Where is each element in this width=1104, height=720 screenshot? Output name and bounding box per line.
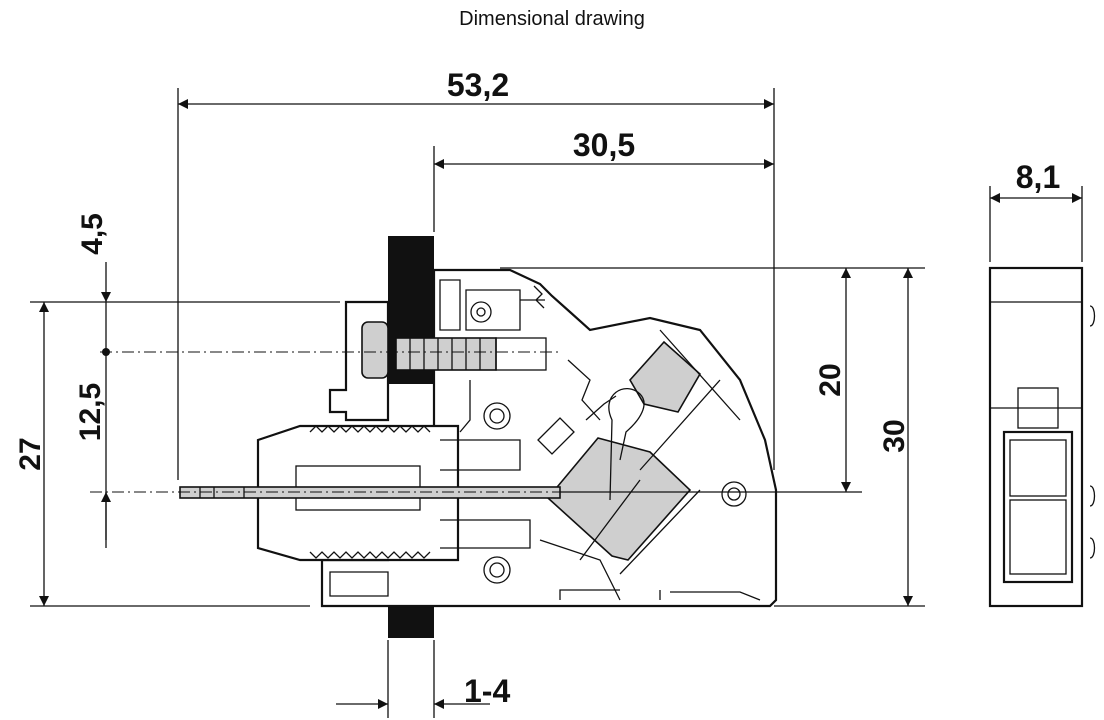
mount-hole-mid [483,402,511,430]
dimension-lines [30,88,1083,718]
housing-detail-upper [439,279,545,331]
spring-wire [585,388,645,501]
label-side-width: 8,1 [1016,159,1060,195]
side-window [1002,430,1074,584]
mount-hole-right [721,481,747,507]
nut-threads-bottom [309,551,431,559]
mount-hole-top [470,301,492,323]
label-top-offset: 4,5 [76,213,109,255]
side-latch [1017,387,1059,429]
label-screw-to-pin: 12,5 [74,383,107,441]
nut-threads-top [309,425,431,433]
screw-housing-bore [495,337,547,371]
label-front-length: 30,5 [573,127,635,163]
label-panel-thickness: 1-4 [464,673,510,709]
drawing-title: Dimensional drawing [459,8,645,30]
housing-detail-lower [329,359,761,601]
screw-shank [395,337,497,371]
clip-insert [361,321,389,379]
clamp-lever [629,340,702,413]
side-view [988,266,1096,608]
label-overall-length: 53,2 [447,67,509,103]
mount-hole-bottom [483,556,511,584]
label-total-height: 27 [14,437,47,470]
dimension-labels: 53,2 30,5 8,1 1-4 4,5 12,5 27 20 30 [14,67,1060,709]
screw-threads [409,338,481,370]
spring-clamp [546,437,692,561]
label-overall-height: 30 [878,419,911,452]
front-view [90,236,778,638]
label-body-height: 20 [814,363,847,396]
clamp-guides [537,329,741,575]
